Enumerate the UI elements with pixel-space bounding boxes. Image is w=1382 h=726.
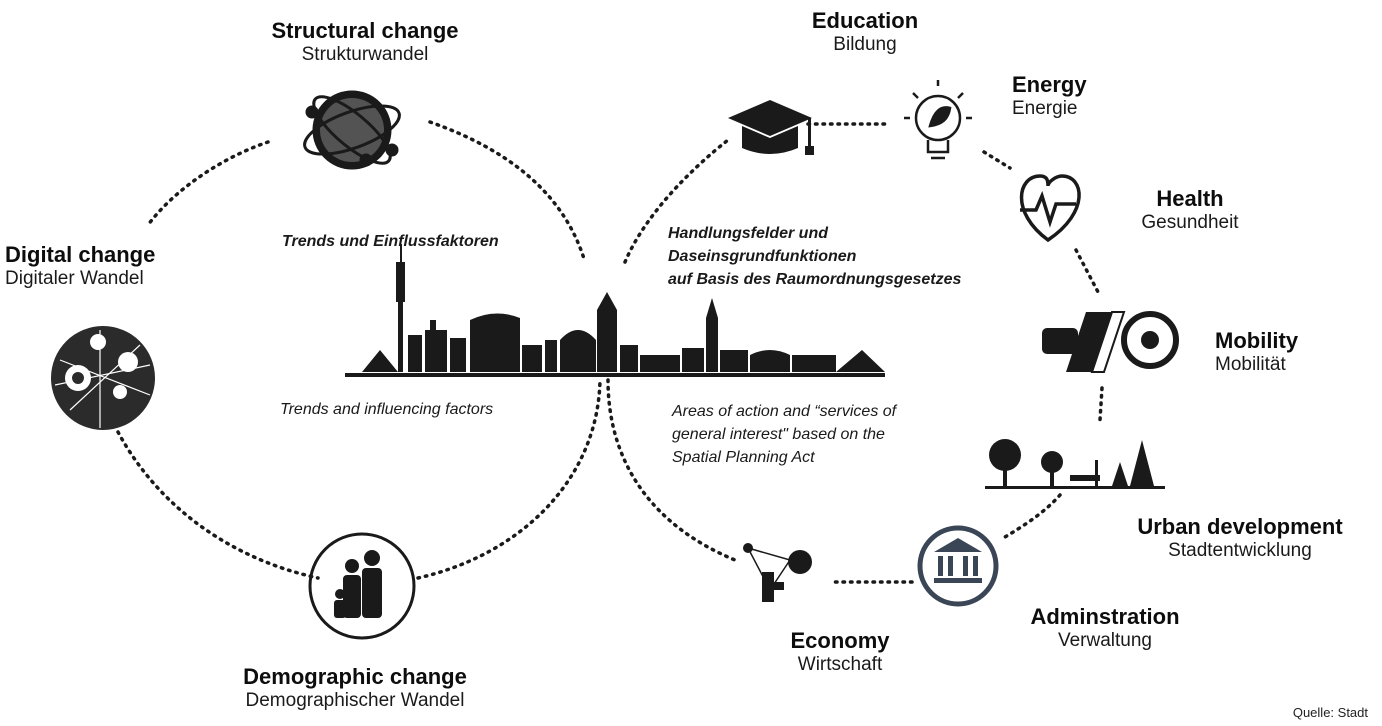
connector-health-mobility: [1074, 248, 1100, 294]
source-note: Quelle: Stadt: [1292, 705, 1368, 720]
fields-en-line: Areas of action and “services of: [672, 403, 897, 420]
education-subtitle: Bildung: [833, 34, 897, 56]
node-energy: Energy Energie: [1012, 72, 1122, 121]
node-structural-change: Structural change Strukturwandel: [245, 18, 485, 67]
economy-title: Economy: [790, 628, 890, 653]
fields-de-line: Handlungsfelder und: [668, 225, 828, 242]
heart-pulse-icon: [1019, 174, 1081, 243]
structural-change-subtitle: Strukturwandel: [301, 44, 429, 66]
health-title: Health: [1156, 186, 1224, 211]
city-skyline: [345, 244, 885, 377]
node-health: Health Gesundheit: [1120, 186, 1260, 235]
node-digital-change: Digital change Digitaler Wandel: [5, 242, 205, 291]
connector-demographic-center: [416, 378, 602, 580]
graduation-cap-icon: [728, 100, 814, 155]
energy-subtitle: Energie: [1012, 98, 1078, 120]
connector-structural-digital: [146, 140, 270, 227]
demographic-change-subtitle: Demographischer Wandel: [245, 690, 465, 712]
urban-development-subtitle: Stadtentwicklung: [1168, 540, 1312, 562]
node-urban-development: Urban development Stadtentwicklung: [1105, 514, 1375, 563]
digital-network-icon: [51, 326, 155, 430]
car-road-steering-icon: [1042, 311, 1179, 373]
digital-change-subtitle: Digitaler Wandel: [5, 268, 144, 290]
fields-de-line: Daseinsgrundfunktionen: [668, 248, 857, 266]
fields-en-label: Areas of action and “services of general…: [672, 400, 896, 470]
connector-mobility-urban: [1098, 386, 1104, 422]
energy-title: Energy: [1012, 72, 1087, 97]
fields-en-line: general interest" based on the: [672, 426, 885, 444]
node-administration: Adminstration Verwaltung: [1000, 604, 1210, 653]
economy-network-icon: [743, 543, 812, 602]
fields-de-label: Handlungsfelder und Daseinsgrundfunktion…: [668, 222, 961, 292]
connector-structural-center: [428, 120, 587, 264]
connector-digital-demographic: [116, 430, 320, 580]
node-economy: Economy Wirtschaft: [770, 628, 910, 677]
digital-change-title: Digital change: [5, 242, 156, 267]
health-subtitle: Gesundheit: [1141, 212, 1239, 234]
mobility-subtitle: Mobilität: [1215, 354, 1286, 376]
fields-de-line: auf Basis des Raumordnungsgesetzes: [668, 271, 962, 289]
trends-de-label: Trends und Einflussfaktoren: [282, 233, 499, 250]
lightbulb-leaf-icon: [904, 80, 972, 160]
fields-en-line: Spatial Planning Act: [672, 449, 815, 467]
connector-urban-administration: [1003, 493, 1062, 539]
structural-change-title: Structural change: [271, 18, 459, 43]
trends-en-label: Trends and influencing factors: [280, 401, 494, 418]
connector-center-economy: [606, 378, 737, 562]
administration-title: Adminstration: [1030, 604, 1180, 629]
node-mobility: Mobility Mobilität: [1215, 328, 1345, 377]
economy-subtitle: Wirtschaft: [797, 654, 883, 676]
node-education: Education Bildung: [790, 8, 940, 57]
trees-park-icon: [985, 439, 1165, 489]
node-demographic-change: Demographic change Demographischer Wande…: [200, 664, 510, 713]
connector-center-education: [623, 138, 730, 264]
education-title: Education: [811, 8, 919, 33]
government-building-icon: [917, 525, 999, 607]
family-cycle-icon: [308, 532, 416, 640]
urban-development-title: Urban development: [1137, 514, 1343, 539]
demographic-change-title: Demographic change: [243, 664, 467, 689]
administration-subtitle: Verwaltung: [1057, 630, 1152, 652]
connector-energy-health: [982, 150, 1012, 170]
globe-network-icon: [303, 90, 401, 170]
mobility-title: Mobility: [1215, 328, 1299, 353]
